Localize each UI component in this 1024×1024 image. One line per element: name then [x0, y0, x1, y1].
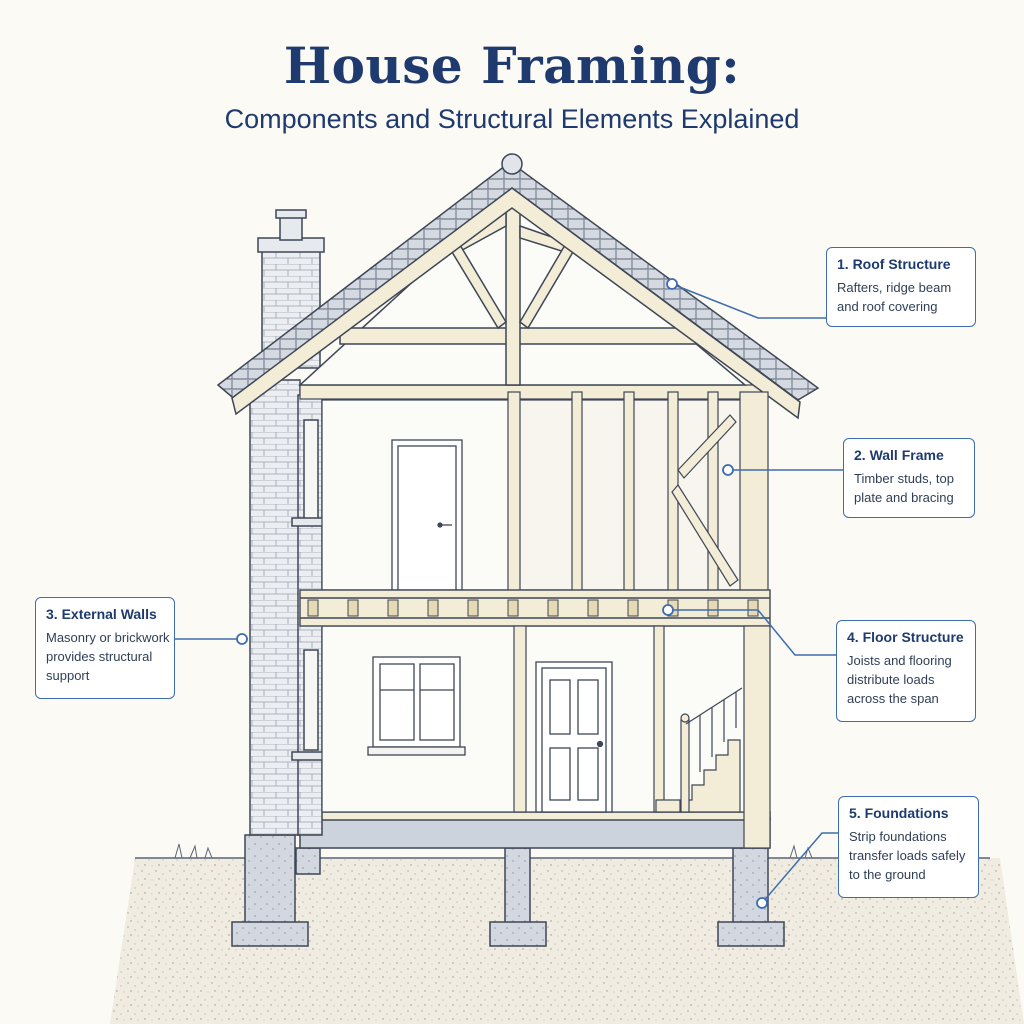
joist-end	[627, 599, 639, 617]
callout-line: support	[46, 668, 90, 683]
joist-end	[587, 599, 599, 617]
joist-end	[547, 599, 559, 617]
ground-floor-posts	[513, 625, 771, 849]
roof-leader-dot	[666, 278, 678, 290]
callout-title: 3. External Walls	[46, 606, 157, 622]
joist-end	[347, 599, 359, 617]
wall-leader-dot	[722, 464, 734, 476]
callout-line: Strip foundations	[849, 829, 947, 844]
callout-description: Rafters, ridge beam and roof covering	[837, 278, 965, 316]
diagram-title: House Framing:	[283, 36, 741, 95]
foundation-leader-dot	[756, 897, 768, 909]
callout-description: Joists and flooring distribute loads acr…	[847, 651, 965, 708]
external-leader-dot	[236, 633, 248, 645]
callout-description: Strip foundations transfer loads safely …	[849, 827, 968, 884]
floor-leader-dot	[662, 604, 674, 616]
callout-line: across the span	[847, 691, 939, 706]
callout-external-walls: 3. External Walls Masonry or brickwork p…	[35, 597, 175, 699]
callout-line: Joists and flooring	[847, 653, 952, 668]
leader-lines	[174, 283, 845, 904]
callout-roof-structure: 1. Roof Structure Rafters, ridge beam an…	[826, 247, 976, 327]
leader-dots	[236, 278, 768, 909]
callout-wall-frame: 2. Wall Frame Timber studs, top plate an…	[843, 438, 975, 518]
staircase	[655, 687, 743, 813]
callout-description: Masonry or brickwork provides structural…	[46, 628, 170, 685]
floor-joists	[299, 589, 771, 627]
external-masonry-wall	[249, 209, 325, 836]
joist-end	[467, 599, 479, 617]
joist-end	[427, 599, 439, 617]
callout-line: Masonry or brickwork	[46, 630, 170, 645]
ground-floor-slab	[299, 811, 771, 849]
callout-line: to the ground	[849, 867, 926, 882]
joist-end	[707, 599, 719, 617]
callout-floor-structure: 4. Floor Structure Joists and flooring d…	[836, 620, 976, 722]
joist-end	[747, 599, 759, 617]
upper-door	[391, 439, 463, 591]
callout-description: Timber studs, top plate and bracing	[854, 469, 964, 507]
callout-title: 5. Foundations	[849, 805, 949, 821]
callout-line: Timber studs, top	[854, 471, 954, 486]
roof-truss	[298, 189, 748, 386]
roof-covering	[216, 153, 820, 420]
callout-title: 1. Roof Structure	[837, 256, 951, 272]
diagram-subtitle: Components and Structural Elements Expla…	[224, 104, 800, 134]
ground-window	[367, 656, 466, 756]
joist-end	[387, 599, 399, 617]
joist-end	[507, 599, 519, 617]
callout-title: 4. Floor Structure	[847, 629, 964, 645]
callout-line: and roof covering	[837, 299, 938, 314]
callout-line: transfer loads safely	[849, 848, 966, 863]
joist-end	[307, 599, 319, 617]
callout-foundations: 5. Foundations Strip foundations transfe…	[838, 796, 979, 898]
front-door	[535, 661, 613, 813]
callout-line: distribute loads	[847, 672, 935, 687]
callout-line: provides structural	[46, 649, 153, 664]
callout-line: plate and bracing	[854, 490, 954, 505]
callout-line: Rafters, ridge beam	[837, 280, 952, 295]
callout-title: 2. Wall Frame	[854, 447, 944, 463]
